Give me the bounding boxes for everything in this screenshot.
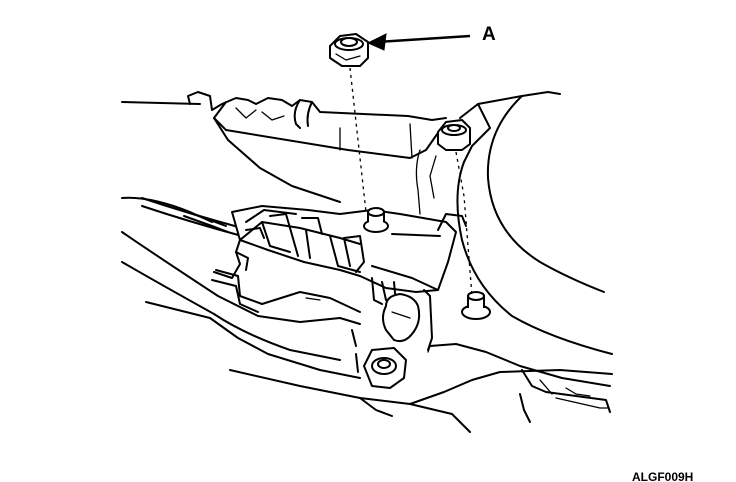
alignment-lines	[349, 67, 473, 297]
cable-bracket	[211, 205, 467, 351]
figure-code: ALGF009H	[632, 470, 693, 482]
stud-bolt-icon	[363, 207, 389, 233]
lower-floor-panel	[121, 196, 613, 433]
upper-body-panel	[121, 91, 561, 203]
nut-icon	[329, 33, 369, 67]
callout-arrow	[366, 33, 471, 51]
stud-bolt-icon	[461, 291, 491, 320]
brake-cable	[141, 197, 243, 237]
right-side-panel	[415, 95, 613, 355]
nut-icon	[437, 119, 471, 151]
floor-nut-icon	[363, 347, 407, 389]
callout-label: A	[482, 24, 496, 45]
